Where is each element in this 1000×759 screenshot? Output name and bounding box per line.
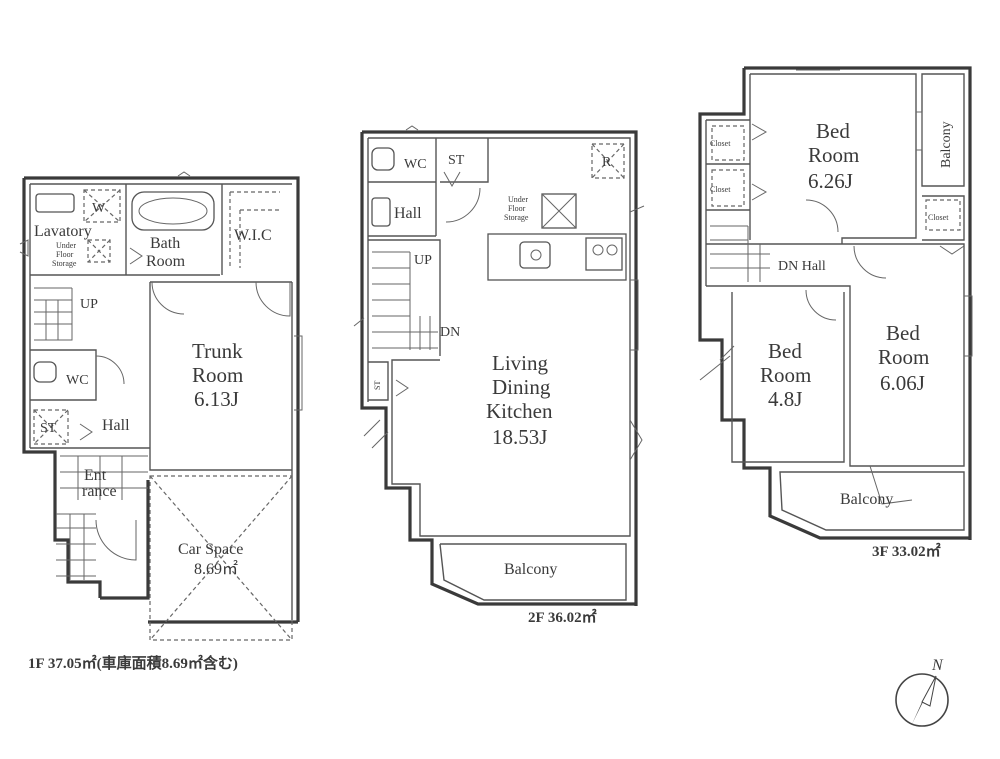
- room-hall-1f: Hall: [102, 417, 130, 434]
- label-closet-2: Closet: [710, 185, 731, 194]
- room-trunk-3: 6.13J: [194, 387, 239, 411]
- label-under-storage-2f-3: Storage: [504, 213, 529, 222]
- room-bed1-2: Room: [808, 143, 859, 167]
- floor-1: Lavatory W Under Floor Storage Bath Room…: [19, 171, 303, 672]
- room-entrance-2: rance: [82, 483, 117, 500]
- room-trunk-2: Room: [192, 363, 243, 387]
- room-entrance-1: Ent: [84, 467, 107, 484]
- room-bed3-1: Bed: [886, 321, 920, 345]
- room-bed1-1: Bed: [816, 119, 850, 143]
- area-label-3f: 3F 33.02㎡: [872, 542, 941, 560]
- room-ldk-2: Dining: [492, 375, 551, 399]
- room-car-space-1: Car Space: [178, 541, 243, 558]
- room-balcony-side: Balcony: [939, 121, 954, 168]
- room-bath-2: Room: [146, 253, 186, 270]
- room-balcony-2f: Balcony: [504, 561, 557, 578]
- room-lavatory: Lavatory: [34, 223, 92, 240]
- label-closet-3: Closet: [928, 213, 949, 222]
- label-washer: W: [92, 201, 106, 216]
- room-car-space-2: 8.69㎡: [194, 560, 238, 578]
- label-up-2f: UP: [414, 253, 432, 268]
- room-dn-hall: DN Hall: [778, 259, 826, 274]
- label-st-2f: ST: [448, 153, 465, 168]
- label-dn-2f: DN: [440, 325, 460, 340]
- area-label-1f: 1F 37.05㎡(車庫面積8.69㎡含む): [28, 654, 238, 672]
- room-bed2-2: Room: [760, 363, 811, 387]
- label-under-floor-3: Storage: [52, 259, 77, 268]
- room-hall-2f: Hall: [394, 205, 422, 222]
- room-ldk-1: Living: [492, 351, 548, 375]
- compass-north-label: N: [931, 657, 944, 674]
- room-trunk-1: Trunk: [192, 339, 243, 363]
- room-bed3-2: Room: [878, 345, 929, 369]
- label-under-storage-2f-1: Under: [508, 195, 528, 204]
- room-bed2-3: 4.8J: [768, 387, 802, 411]
- floor-2: WC ST R Hall Under Floor Storage UP DN S…: [353, 125, 645, 626]
- label-under-storage-2f-2: Floor: [508, 204, 526, 213]
- room-bed2-1: Bed: [768, 339, 802, 363]
- room-bath-1: Bath: [150, 235, 180, 252]
- room-wc-2f: WC: [404, 157, 427, 172]
- room-bed3-3: 6.06J: [880, 371, 925, 395]
- label-st2-2f: ST: [373, 381, 382, 390]
- label-up-1f: UP: [80, 297, 98, 312]
- floor-3: Closet Closet Closet Bed Room 6.26J Balc…: [698, 66, 973, 560]
- label-refrigerator: R: [602, 155, 612, 170]
- compass-icon: N: [895, 657, 949, 727]
- label-under-floor-2: Floor: [56, 250, 74, 259]
- label-closet-1: Closet: [710, 139, 731, 148]
- room-wc-1f: WC: [66, 373, 89, 388]
- room-ldk-3: Kitchen: [486, 399, 553, 423]
- area-label-2f: 2F 36.02㎡: [528, 608, 597, 626]
- room-wic: W.I.C: [234, 227, 272, 244]
- room-balcony-3f: Balcony: [840, 491, 893, 508]
- label-under-floor-1: Under: [56, 241, 76, 250]
- label-st-1f: ST: [40, 421, 57, 436]
- room-ldk-4: 18.53J: [492, 425, 547, 449]
- room-bed1-3: 6.26J: [808, 169, 853, 193]
